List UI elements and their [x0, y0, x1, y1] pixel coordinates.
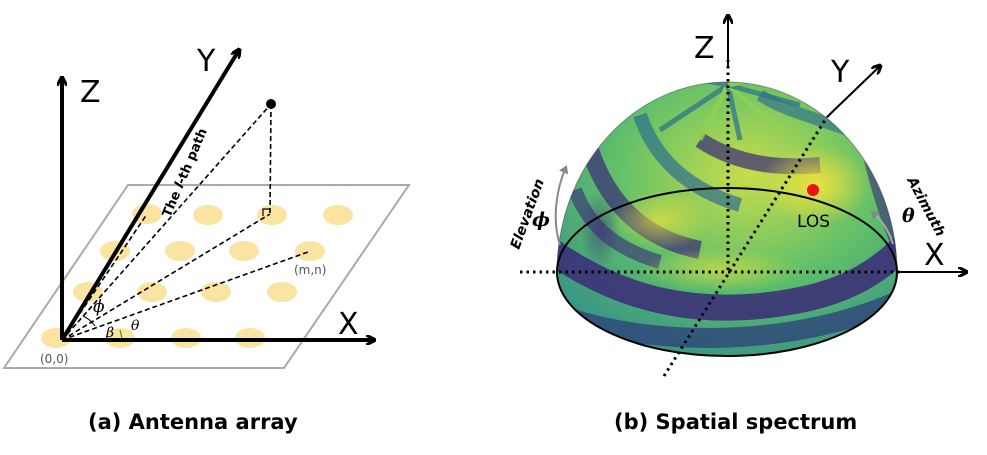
x-axis-label: X: [338, 307, 359, 342]
beta-label: β: [105, 325, 114, 341]
panel-spatial-spectrum: Z Y X LOS Elevation ϕ Azimuth θ: [508, 16, 966, 377]
antenna-element: [229, 241, 259, 261]
antenna-element: [257, 205, 287, 225]
panel-antenna-array: Z Y X The l-th path (0,0) (m,n) ϕ β θ: [2, 44, 411, 369]
target-point: [266, 99, 276, 109]
z-axis-label-b: Z: [694, 31, 715, 66]
antenna-element: [323, 205, 353, 225]
y-axis-b: [826, 66, 880, 118]
elevation-arrow: [554, 165, 569, 246]
dome-outline: [556, 81, 898, 273]
z-axis-label: Z: [80, 75, 101, 110]
antenna-element: [295, 241, 325, 261]
array-plane: [2, 184, 411, 369]
antenna-element: [137, 282, 167, 302]
los-label: LOS: [797, 212, 830, 232]
spectrum-axes: [520, 60, 900, 377]
element-mn-label: (m,n): [294, 263, 326, 277]
antenna-element: [132, 204, 162, 224]
y-axis-label-b: Y: [830, 55, 850, 90]
antenna-element: [267, 282, 297, 302]
theta-label: θ: [131, 318, 140, 334]
origin-label: (0,0): [40, 352, 68, 366]
theta-label-b: θ: [902, 205, 915, 227]
antenna-element: [165, 241, 195, 261]
caption-antenna-array: (a) Antenna array: [88, 410, 298, 434]
right-angle-marker: [262, 208, 270, 216]
y-axis-label: Y: [196, 44, 216, 79]
phi-arc: [82, 315, 96, 327]
phi-label-b: ϕ: [532, 209, 550, 231]
y-axis: [60, 50, 239, 342]
azimuth-arrow: [870, 210, 894, 245]
antenna-element: [193, 205, 223, 225]
los-point: [807, 184, 819, 196]
phi-label: ϕ: [93, 297, 105, 317]
x-axis-label-b: X: [924, 238, 945, 273]
caption-spatial-spectrum: (b) Spatial spectrum: [614, 410, 858, 434]
